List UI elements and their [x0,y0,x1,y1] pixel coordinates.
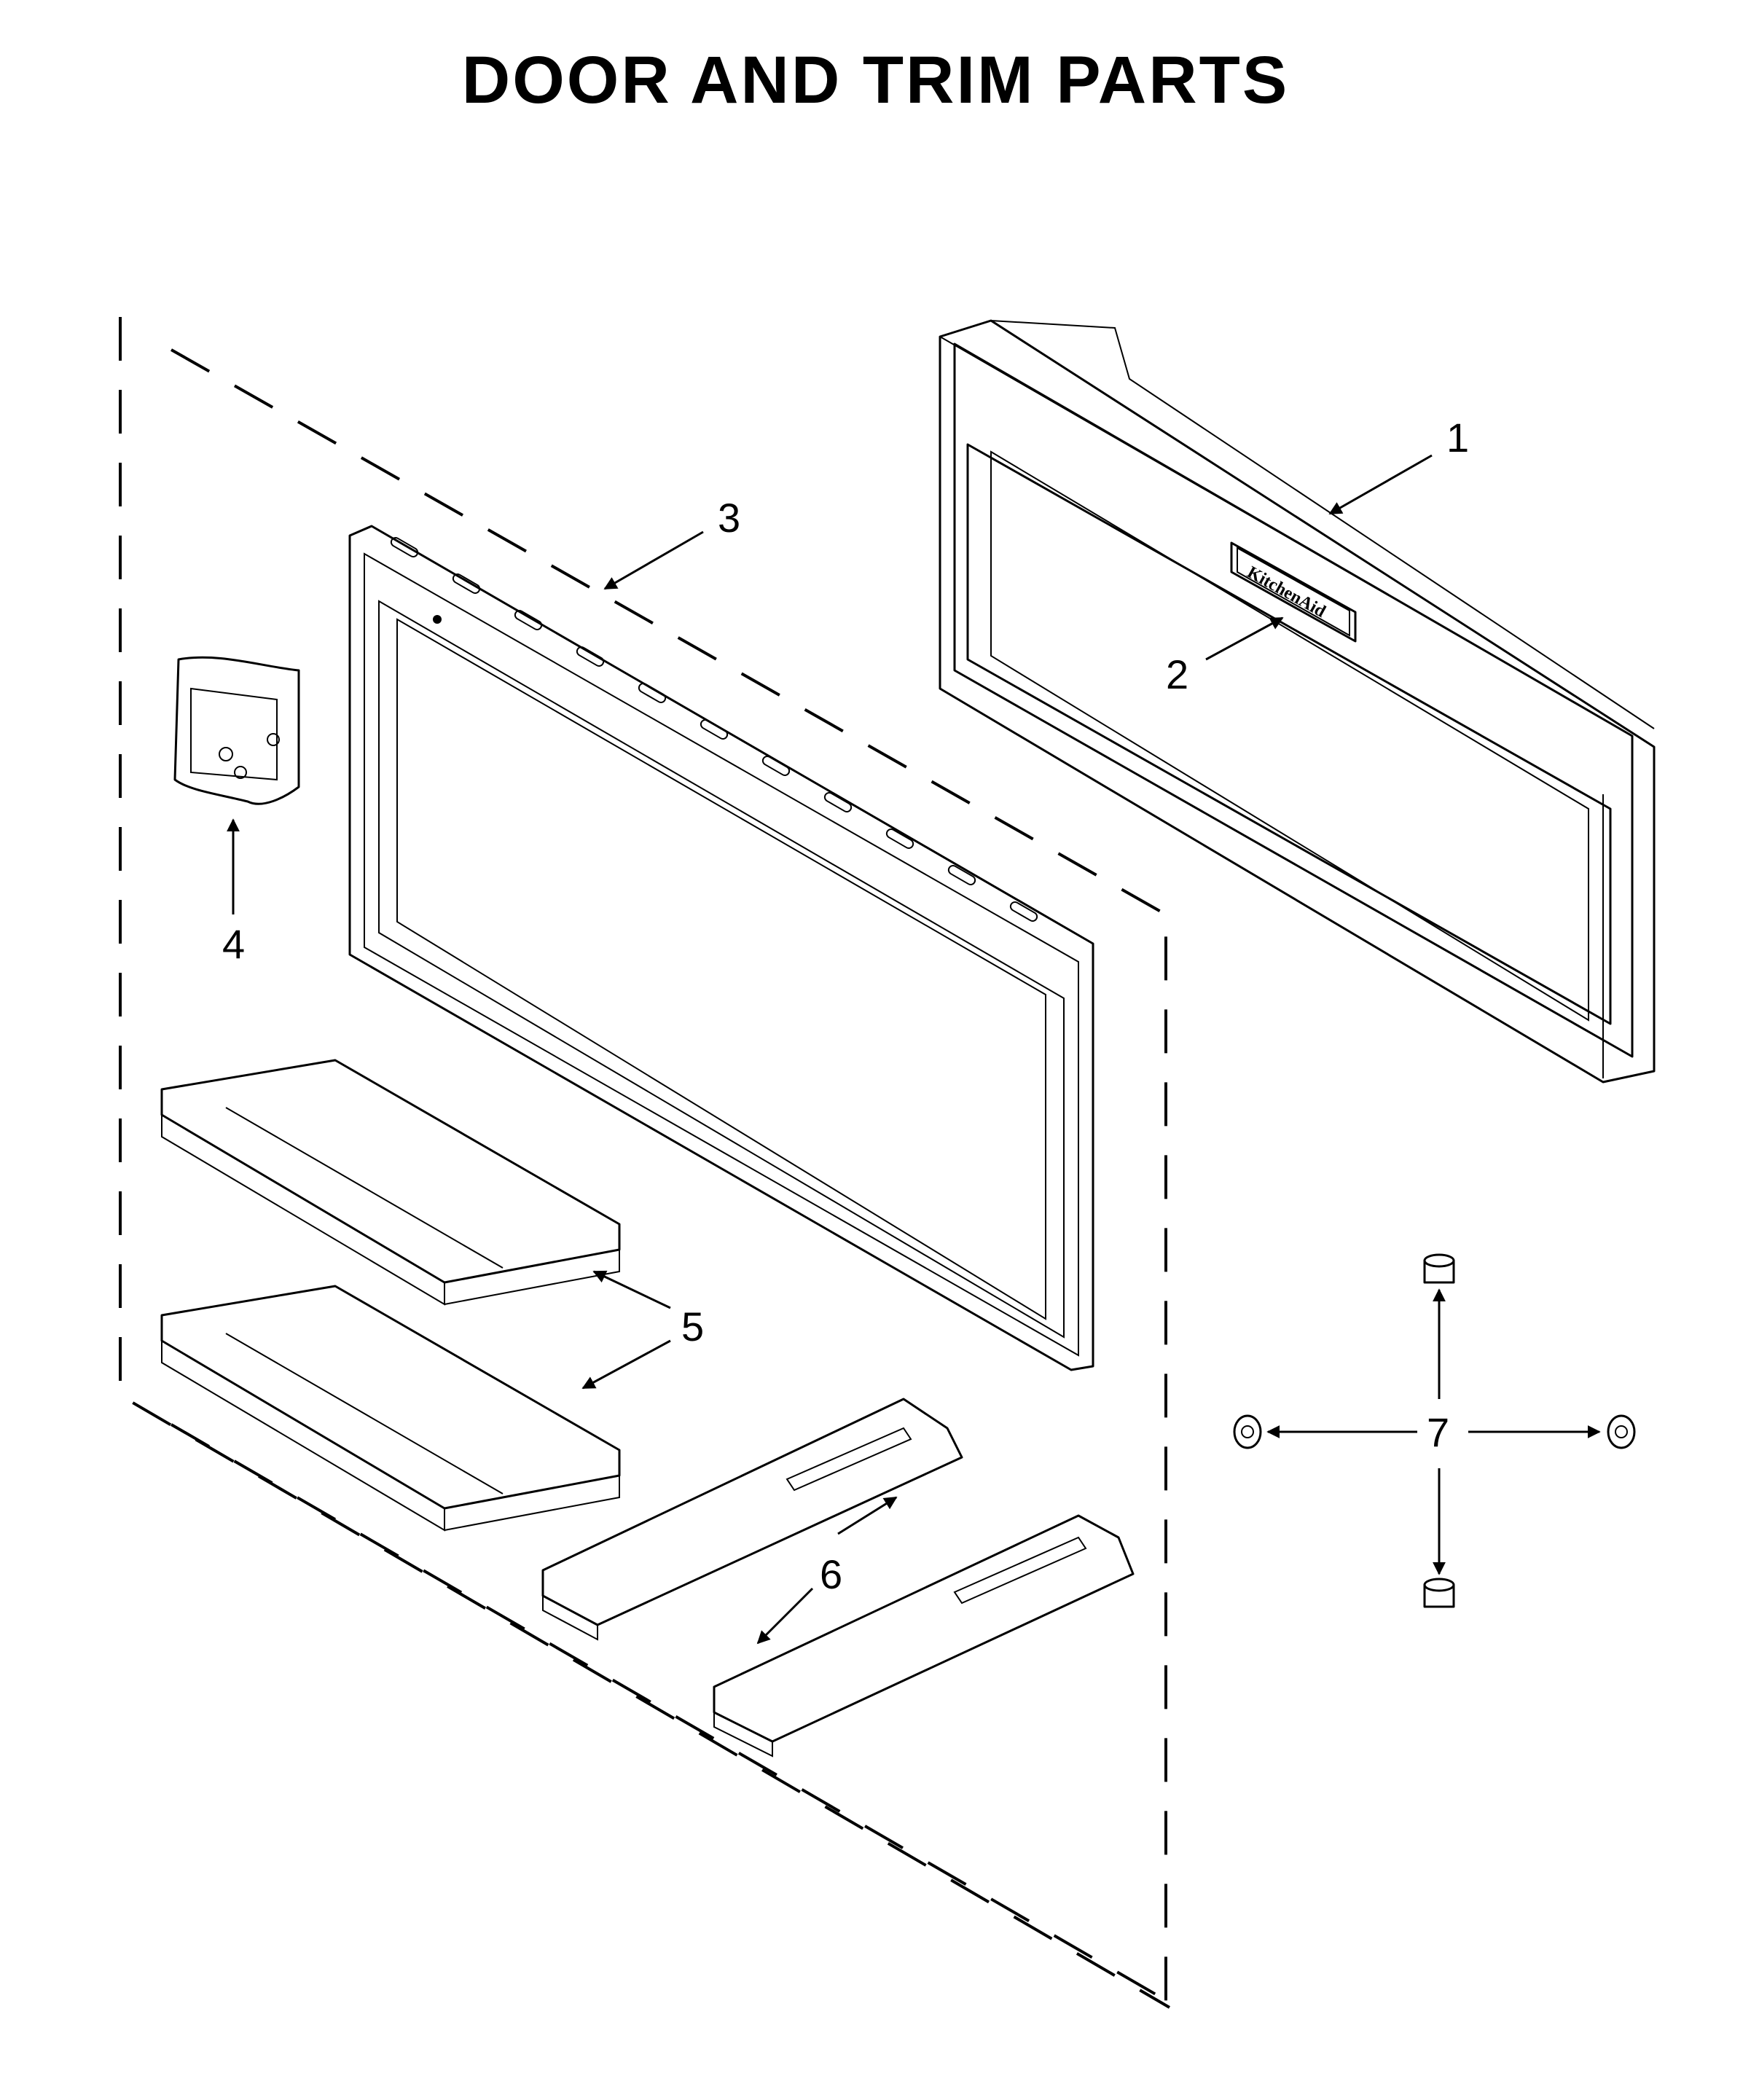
callout-1: 1 [1446,415,1469,461]
bushing-right [1607,1414,1636,1449]
callout-6: 6 [820,1551,842,1597]
bushing-left [1233,1414,1262,1449]
bushing-bottom [1423,1578,1455,1608]
callout-2: 2 [1166,651,1188,697]
bushing-top [1423,1253,1455,1284]
part-5-panels [160,1059,621,1532]
part-6-rails [541,1398,1135,1758]
callout-5: 5 [681,1304,704,1349]
part-4-hardware-bag [173,656,300,805]
part-1-outer-trim [939,319,1656,1084]
leader-lines [227,454,1601,1645]
callout-7: 7 [1427,1409,1449,1455]
page-title: DOOR AND TRIM PARTS [461,43,1290,117]
assembly-boundary-dashed [119,317,1171,2009]
frame-slots [390,537,1038,922]
part-3-inner-frame [348,525,1094,1371]
part-7-bushings [1233,1253,1636,1608]
callout-4: 4 [222,921,245,967]
callout-3: 3 [718,495,740,541]
